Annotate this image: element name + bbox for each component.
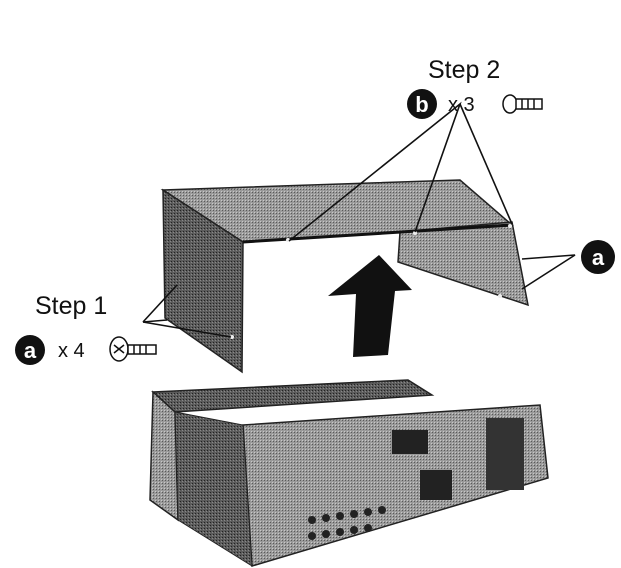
cover-left-panel (162, 188, 244, 374)
side-screw-a-badge (581, 240, 615, 274)
screw-b-badge (407, 89, 437, 119)
step2-quantity: x 3 (448, 94, 475, 116)
step2-label: Step 2 (428, 56, 500, 84)
screw-a-letter: a (24, 338, 37, 363)
step1-label: Step 1 (35, 292, 107, 320)
cover (160, 179, 529, 374)
screw-b-letter: b (415, 92, 428, 117)
cover-right-panel (397, 221, 529, 307)
lift-arrow (328, 255, 412, 357)
receiver-chassis (149, 379, 549, 567)
step1-quantity: x 4 (58, 340, 85, 362)
callout-lines (142, 101, 576, 338)
side-screw-a-letter: a (592, 245, 605, 270)
screw-b-icon (502, 94, 543, 114)
screw-a-icon (109, 336, 157, 362)
screw-a-badge (15, 335, 45, 365)
